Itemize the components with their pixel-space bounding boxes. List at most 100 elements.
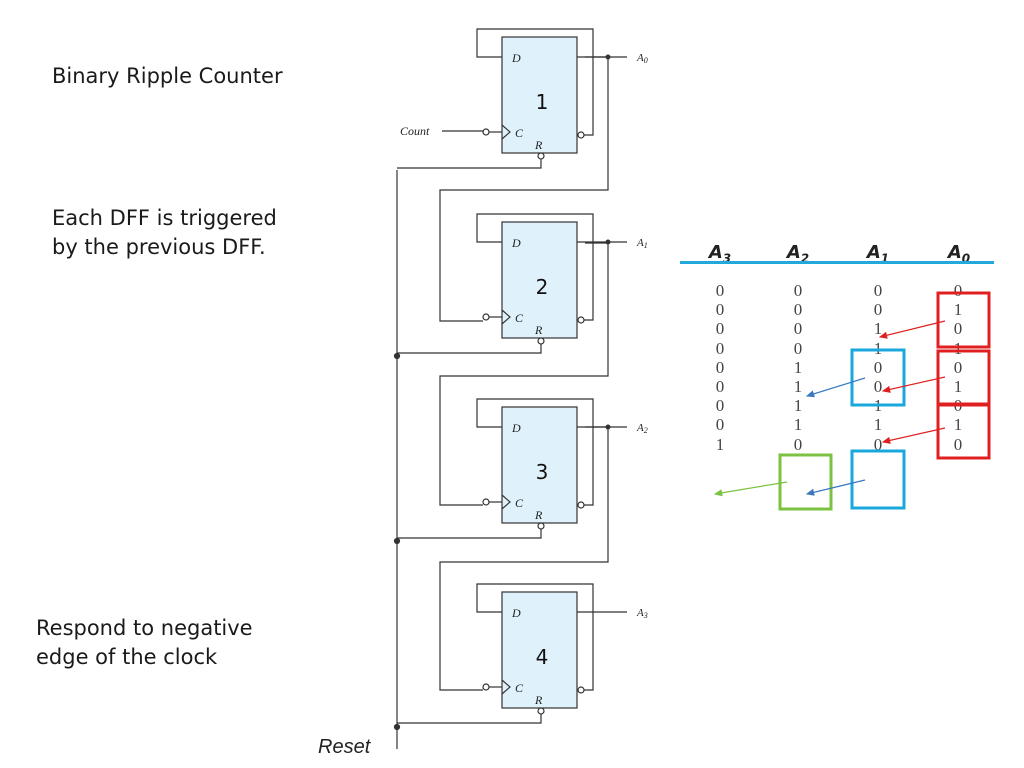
table-cell: 0 [953, 434, 963, 454]
reset-bubble [537, 337, 545, 345]
flipflop-body [501, 221, 578, 339]
header-a3: A3 [708, 242, 732, 266]
ripple-wire-1-2 [439, 56, 609, 322]
q-output-label: A3 [636, 607, 648, 620]
table-cell: 0 [715, 338, 725, 358]
feedback-wire [476, 583, 594, 613]
flipflop-number: 3 [536, 460, 549, 484]
c-input-label: C [515, 126, 524, 140]
q-output-label: A2 [636, 422, 648, 435]
table-cell: 1 [793, 357, 803, 377]
table-cell: 1 [953, 415, 963, 435]
table-cell: 0 [715, 377, 725, 396]
table-cell: 0 [873, 357, 883, 377]
header-a1: A1 [866, 242, 890, 266]
header-a2: A2 [786, 242, 810, 266]
table-cell: 1 [873, 415, 883, 435]
table-cell: 0 [953, 357, 963, 377]
flipflop-number: 4 [536, 645, 549, 669]
table-cell: 0 [873, 300, 883, 320]
q-output-label: A1 [636, 237, 648, 250]
r-input-label: R [534, 508, 543, 522]
header-a0: A0 [947, 242, 971, 266]
q-bar-wire [584, 612, 594, 691]
clock-edge-icon [501, 494, 511, 510]
negative-edge-note: Respond to negative edge of the clock [36, 616, 253, 669]
ripple-wire-2-3 [439, 242, 609, 506]
table-cell: 0 [715, 319, 725, 339]
reset-junction [393, 352, 401, 360]
clock-bubble [482, 128, 490, 136]
reset-label: Reset [318, 736, 371, 758]
flipflop-number: 1 [536, 90, 549, 114]
table-cell: 0 [793, 281, 803, 300]
reset-wire [397, 344, 542, 354]
q-bar-wire [584, 427, 594, 506]
table-cell: 0 [873, 281, 883, 300]
table-cell: 1 [873, 338, 883, 358]
table-cell: 0 [715, 357, 725, 377]
table-cell: 0 [873, 434, 883, 454]
table-cell: 1 [793, 396, 803, 416]
table-cell: 0 [715, 300, 725, 320]
table-cell: 0 [793, 434, 803, 454]
d-input-label: D [511, 421, 521, 435]
c-input-label: C [515, 496, 524, 510]
feedback-wire [476, 213, 594, 243]
flipflop-4: D CR 4 A3 [397, 583, 648, 724]
count-label: Count [400, 124, 430, 138]
reset-bubble [537, 707, 545, 715]
flipflop-body [501, 591, 578, 709]
r-input-label: R [534, 693, 543, 707]
title-note: Binary Ripple Counter [52, 64, 283, 88]
flipflop-3: D CR 3 A2 [397, 398, 648, 539]
clock-bubble [482, 498, 490, 506]
table-cell: 0 [953, 319, 963, 339]
table-cell: 0 [715, 415, 725, 435]
table-cell: 0 [793, 300, 803, 320]
reset-wire [397, 529, 542, 539]
table-cell: 0 [953, 396, 963, 416]
clock-bubble [482, 313, 490, 321]
wire-layer [393, 56, 609, 749]
reset-bubble [537, 522, 545, 530]
q-bar-bubble [577, 131, 585, 139]
table-cell: 0 [793, 319, 803, 339]
r-input-label: R [534, 323, 543, 337]
table-cell: 1 [953, 377, 963, 396]
q-bar-bubble [577, 316, 585, 324]
c-input-label: C [515, 681, 524, 695]
table-cell: 0 [793, 338, 803, 358]
table-cell: 1 [873, 396, 883, 416]
q-output-label: A0 [636, 52, 648, 65]
ripple-wire-3-4 [439, 426, 609, 691]
d-input-label: D [511, 236, 521, 250]
clock-bubble [482, 683, 490, 691]
reset-bubble [537, 152, 545, 160]
table-cell: 0 [873, 377, 883, 396]
table-cell: 1 [715, 434, 725, 454]
q-bar-wire [584, 242, 594, 321]
d-input-label: D [511, 606, 521, 620]
table-cell: 1 [953, 300, 963, 320]
table-cell: 1 [793, 415, 803, 435]
q-bar-wire [584, 57, 594, 136]
triggered-note: Each DFF is triggered by the previous DF… [52, 206, 277, 259]
d-input-label: D [511, 51, 521, 65]
table-cell: 0 [715, 281, 725, 300]
flipflop-number: 2 [536, 275, 549, 299]
reset-junction [393, 723, 401, 731]
header-rule [680, 261, 994, 264]
reset-wire [397, 159, 542, 169]
label-layer: Count [400, 124, 430, 138]
r-input-label: R [534, 138, 543, 152]
q-bar-bubble [577, 686, 585, 694]
reset-junction [393, 537, 401, 545]
q-bar-bubble [577, 501, 585, 509]
clock-edge-icon [501, 309, 511, 325]
flipflop-1: D CR 1 A0 [397, 28, 648, 169]
clock-edge-icon [501, 124, 511, 140]
